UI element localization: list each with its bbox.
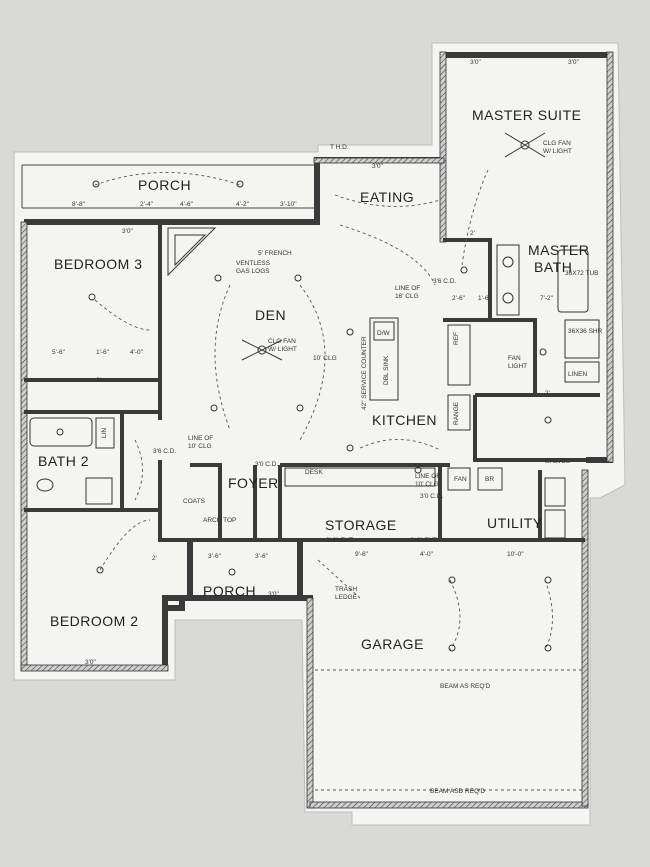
room-label-foyer: FOYER — [228, 475, 279, 491]
note-french: 5' FRENCH — [258, 250, 292, 257]
dim-d-2-4: 2'-4" — [140, 201, 154, 208]
room-label-bath2: BATH 2 — [38, 453, 89, 469]
room-label-bedroom2: BEDROOM 2 — [50, 613, 139, 629]
dim-d-3-6a: 3'-6" — [208, 553, 222, 560]
note-shr: 36X36 SHR — [568, 328, 603, 335]
note-hd: T H.D. — [330, 144, 349, 151]
room-label-master-suite: MASTER SUITE — [472, 107, 581, 123]
dim-d-5-6: 5'-6" — [52, 349, 66, 356]
room-label-porch-front: PORCH — [203, 583, 256, 599]
fixtures — [29, 132, 600, 539]
note-line-clg-10-1: LINE OF — [188, 435, 213, 442]
wall-hatching — [20, 51, 614, 809]
light-fixtures — [56, 180, 552, 652]
room-label-kitchen: KITCHEN — [372, 412, 437, 428]
note-ventless-2: GAS LOGS — [236, 268, 270, 275]
note-beam-1: BEAM AS REQ'D — [440, 683, 491, 690]
note-service-counter: 42" SERVICE COUNTER — [361, 336, 368, 410]
dim-d-3-0e: 3'0" — [85, 659, 96, 666]
dim-d-3-0f: 3'0" — [268, 591, 279, 598]
note-cd1: 3'6 C.D. — [433, 278, 456, 285]
note-ext-left: 2' 8" EXT — [326, 537, 353, 544]
dim-d-2c: 2' — [545, 390, 550, 397]
room-label-storage: STORAGE — [325, 517, 397, 533]
note-cd3: 3'0 C.D. — [420, 493, 443, 500]
dim-d-300a: 3'0" — [470, 59, 481, 66]
note-fan: FAN — [454, 476, 467, 483]
note-dw: D/W — [377, 330, 391, 337]
dim-d-7-2: 7'-2" — [540, 295, 554, 302]
note-den-clg: 10' CLG — [313, 355, 337, 362]
note-line-clg-16-1: LINE OF — [395, 285, 420, 292]
ceiling-fan-master — [504, 132, 546, 158]
dim-d-8-8: 8'-8" — [72, 201, 86, 208]
note-line-clg-10b-1: LINE OF — [415, 473, 440, 480]
plan-notes: CLG FAN W/ LIGHT CLG FAN W/ LIGHT VENTLE… — [101, 140, 603, 795]
dim-d-2a: 2' — [96, 377, 101, 384]
room-labels: PORCH EATING MASTER SUITE MASTER BATH BE… — [38, 107, 589, 652]
note-lin: LIN — [101, 428, 108, 438]
interior-walls — [24, 222, 600, 542]
dim-d-300c: 3'0" — [372, 163, 383, 170]
note-line-clg-16-2: 16' CLG — [395, 293, 419, 300]
note-fan-light-1: FAN — [508, 355, 521, 362]
dim-d-4-6: 4'-6" — [180, 201, 194, 208]
note-range: RANGE — [453, 401, 460, 425]
dim-d-2-6: 2'-6" — [452, 295, 466, 302]
dim-d-4-0b: 4'-0" — [420, 551, 434, 558]
note-br: BR — [485, 476, 494, 483]
dim-d-10-0: 10'-0" — [507, 551, 524, 558]
electrical-wiring — [94, 169, 553, 651]
dim-d-4-2: 4'-2" — [236, 201, 250, 208]
note-beam-2: BEAM ASD REQ'D — [430, 788, 485, 795]
room-label-master-bath-1: MASTER — [528, 242, 589, 258]
dim-d-1-6b: 1'-6" — [478, 295, 492, 302]
note-trash-2: LEDGE — [335, 594, 358, 601]
note-clg-fan-den-2: W/ LIGHT — [268, 346, 297, 353]
note-coats: COATS — [183, 498, 206, 505]
ceiling-fan-den — [241, 339, 283, 361]
note-cd2: 3'6 C.D. — [153, 448, 176, 455]
room-label-master-bath-2: BATH — [534, 259, 572, 275]
note-cd4: 3'0 C.D. — [255, 461, 278, 468]
room-label-utility: UTILITY — [487, 515, 543, 531]
dim-d-2d: 2' — [470, 230, 475, 237]
note-ref: REF — [453, 332, 460, 345]
note-clg-fan-den-1: CLG FAN — [268, 338, 296, 345]
dim-d-3-6b: 3'-6" — [255, 553, 269, 560]
room-label-porch-top: PORCH — [138, 177, 191, 193]
note-desk: DESK — [305, 469, 323, 476]
dim-d-300b: 3'0" — [568, 59, 579, 66]
note-line-clg-10b-2: 10' CLG — [415, 481, 439, 488]
note-fan-light-2: LIGHT — [508, 363, 527, 370]
room-label-den: DEN — [255, 307, 286, 323]
note-ventless-1: VENTLESS — [236, 260, 271, 267]
room-label-bedroom3: BEDROOM 3 — [54, 256, 143, 272]
note-shlves: SHLVES — [545, 458, 571, 465]
dim-d-4-0: 4'-0" — [130, 349, 144, 356]
note-dbl-sink: DBL SINK — [383, 355, 390, 385]
note-trash-1: TRASH — [335, 586, 357, 593]
dim-d-300d: 3'0" — [122, 228, 133, 235]
note-clg-fan-master-2: W/ LIGHT — [543, 148, 572, 155]
plan-dimensions: 3'0" 3'0" 3'0" 3'0" 8'-8" 2'-4" 4'-6" 4'… — [52, 59, 579, 666]
note-arch: ARCH TOP — [203, 517, 236, 524]
note-tub: 36X72 TUB — [565, 270, 598, 277]
room-label-eating: EATING — [360, 189, 414, 205]
note-linen: LINEN — [568, 371, 587, 378]
dim-d-1-6: 1'-6" — [96, 349, 110, 356]
dim-d-2b: 2' — [152, 555, 157, 562]
note-clg-fan-master-1: CLG FAN — [543, 140, 571, 147]
room-label-garage: GARAGE — [361, 636, 424, 652]
note-ext-right: 2' 8" EXT — [410, 537, 437, 544]
dim-d-9-6: 9'-6" — [355, 551, 369, 558]
dim-d-3-10: 3'-10" — [280, 201, 297, 208]
note-line-clg-10-2: 10' CLG — [188, 443, 212, 450]
